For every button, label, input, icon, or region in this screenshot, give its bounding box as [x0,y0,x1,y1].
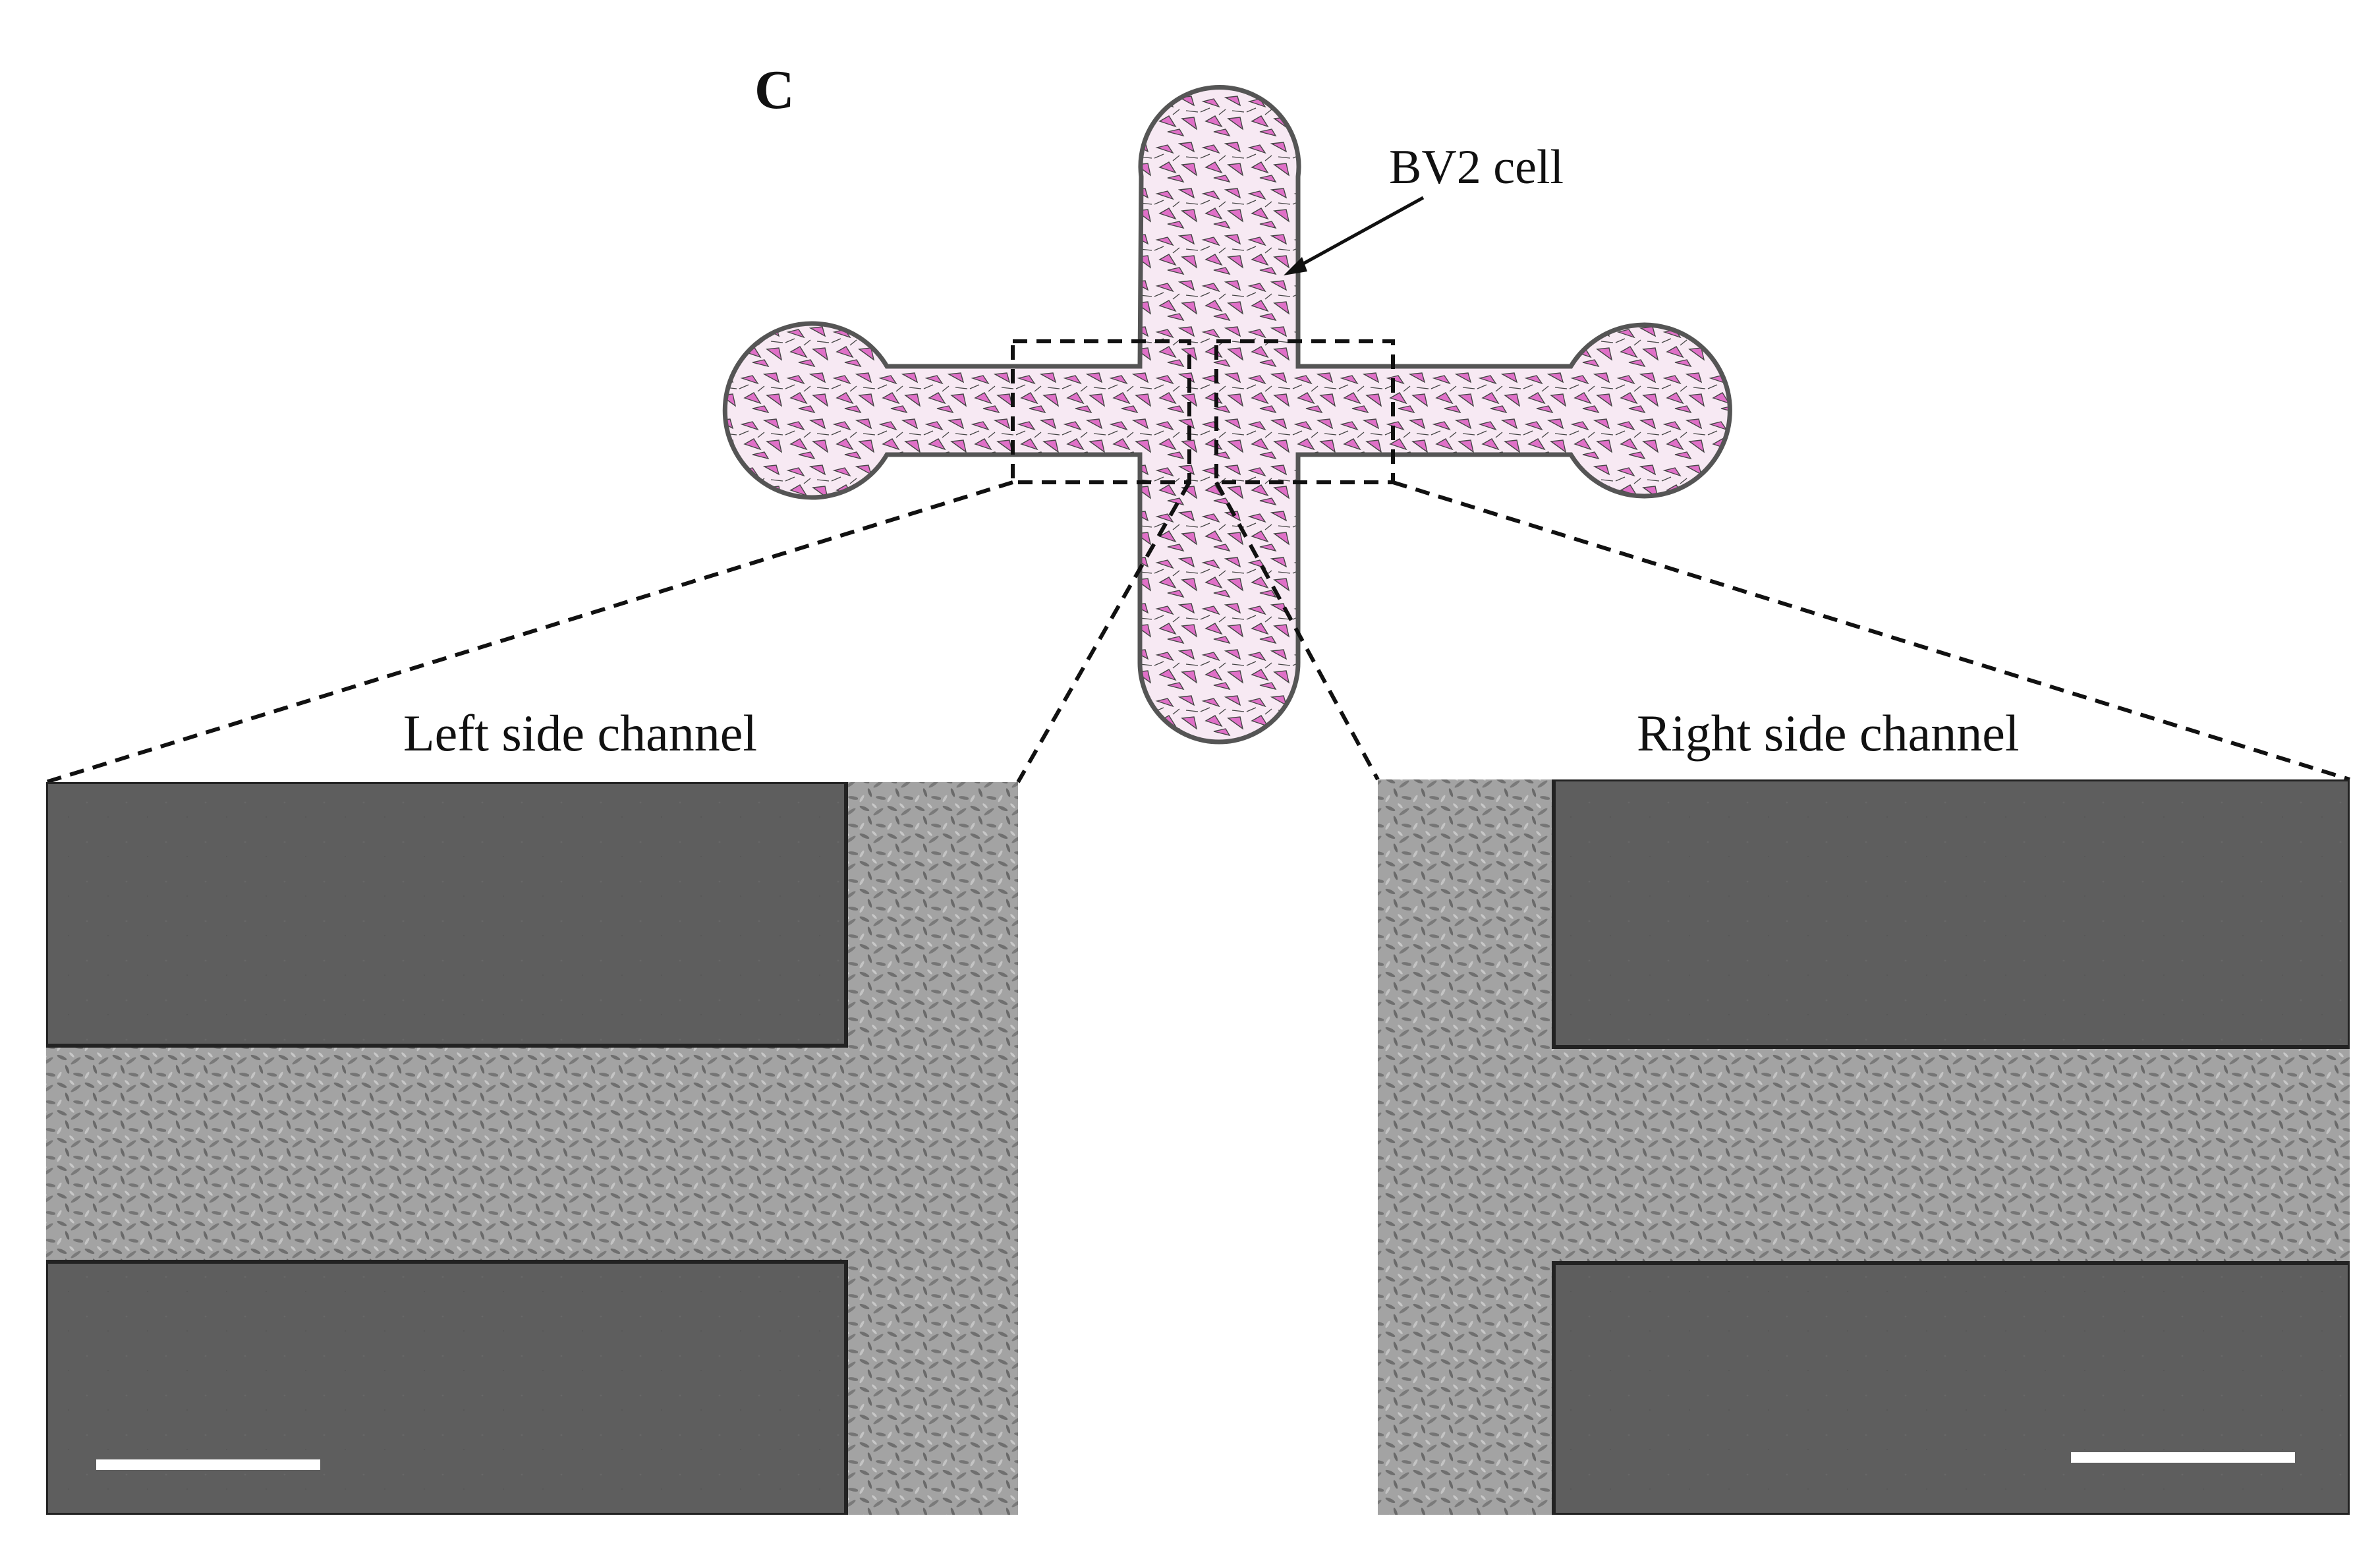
left-channel-title: Left side channel [403,704,758,762]
arrow-icon [1284,196,1425,275]
pdms-wall-bottom-left [46,1260,848,1515]
device-schematic [722,85,1732,745]
right-channel-micrograph [1378,779,2350,1515]
pdms-wall-top-left [46,782,848,1048]
right-zoom-box [1214,339,1395,484]
right-channel-title: Right side channel [1637,704,2020,762]
scale-bar-icon [96,1459,320,1470]
zoom-boxes [1011,339,1395,484]
pdms-wall-bottom-right [1552,1261,2350,1515]
device-outline [722,85,1732,745]
pdms-wall-top-right [1552,779,2350,1049]
left-channel-micrograph [46,782,1018,1515]
left-zoom-box [1011,339,1191,484]
projection-lines [45,480,2350,784]
scale-bar-icon [2071,1452,2295,1463]
cell-label: BV2 cell [1389,140,1564,194]
panel-letter: C [754,59,795,121]
